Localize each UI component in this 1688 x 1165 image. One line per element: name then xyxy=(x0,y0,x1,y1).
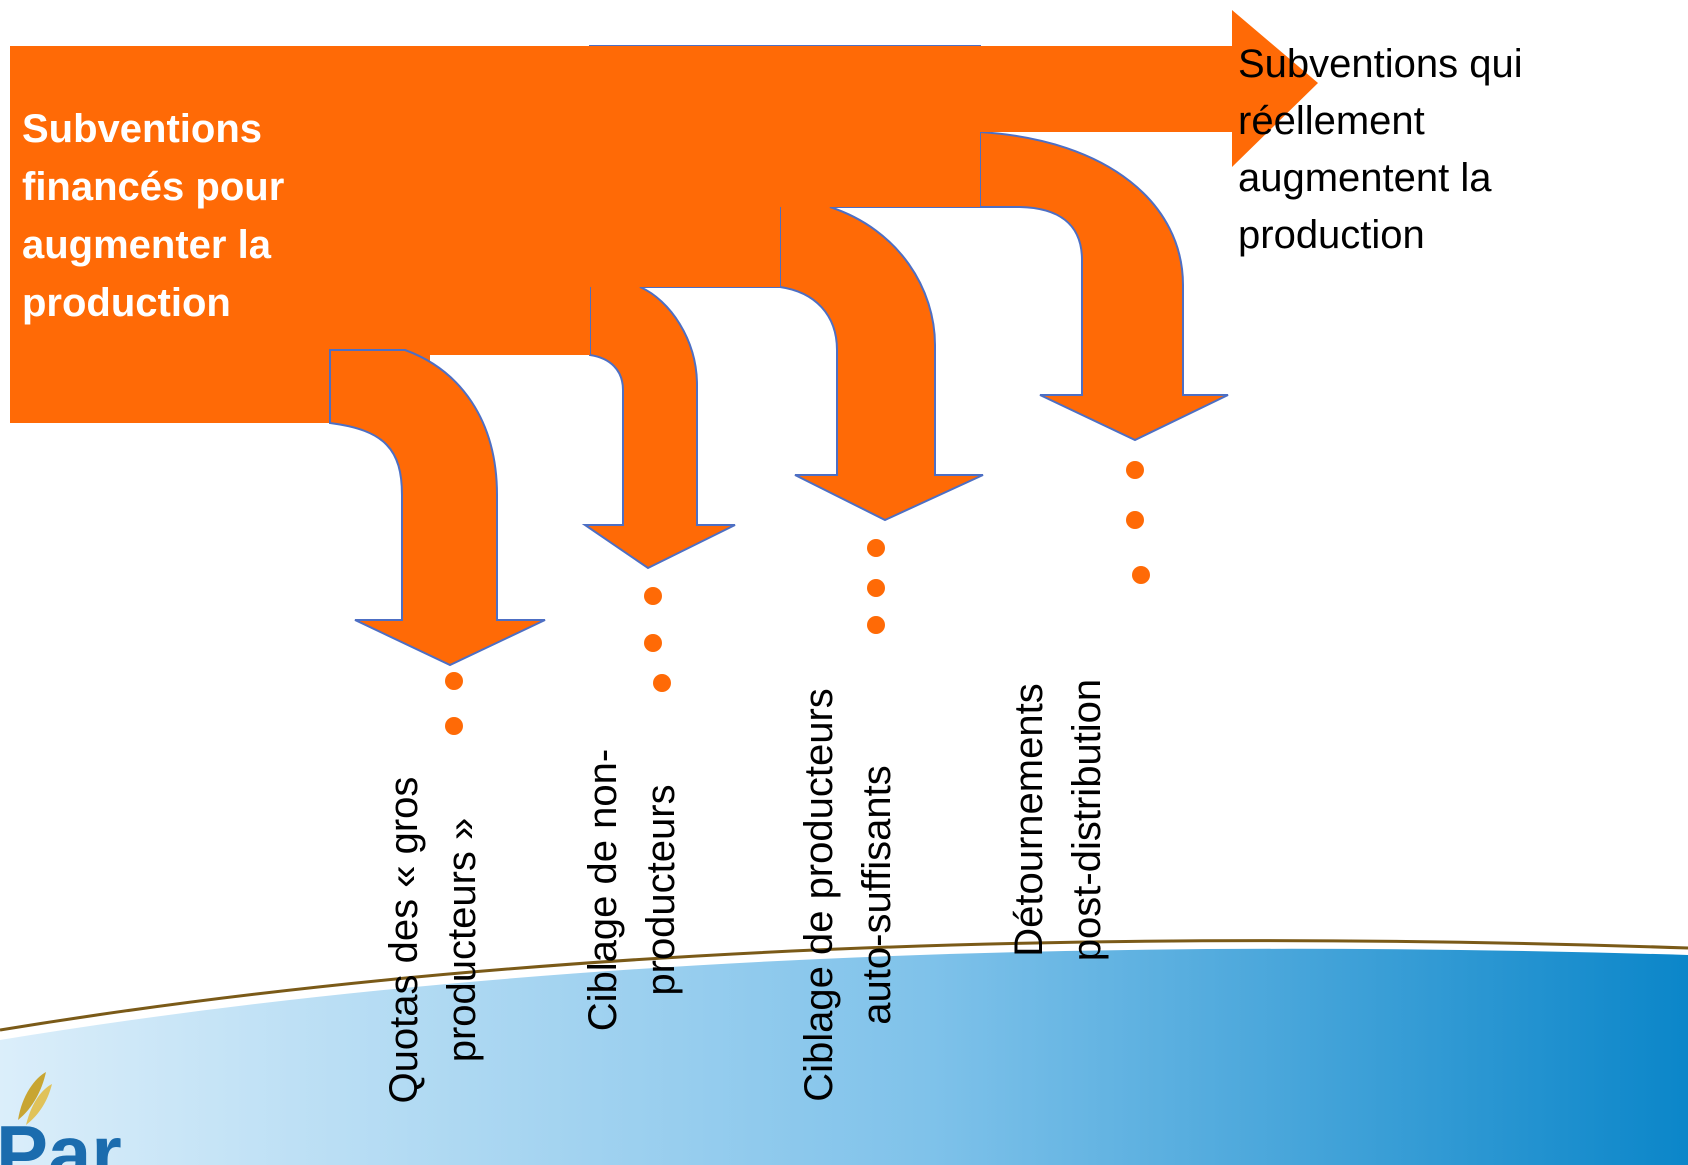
leakage-label-quotas: Quotas des « gros producteurs » xyxy=(375,720,491,1160)
source-label: Subventions financés pour augmenter la p… xyxy=(22,107,285,325)
footer-swoosh-line xyxy=(0,939,1688,1032)
trail-dot xyxy=(867,539,885,557)
leakage-label-line: Ciblage de non- xyxy=(581,748,625,1032)
dot-trail-quotas xyxy=(445,672,463,735)
leakage-label-line: Quotas des « gros xyxy=(382,776,426,1104)
logo-leaf-icon xyxy=(18,1072,46,1120)
logo-text: Par xyxy=(0,1109,122,1165)
dot-trail-diversion xyxy=(1126,461,1150,584)
trail-dot xyxy=(644,634,662,652)
trail-dot xyxy=(445,717,463,735)
footer-swoosh xyxy=(0,948,1688,1165)
trail-dot xyxy=(1126,461,1144,479)
branch-arrow-quotas xyxy=(329,349,546,667)
leakage-label-line: Détournements xyxy=(1007,683,1051,957)
trail-dot xyxy=(867,579,885,597)
trail-dot xyxy=(653,674,671,692)
logo: Par xyxy=(0,1072,122,1165)
leakage-label-line: producteurs » xyxy=(440,817,484,1063)
main-body-fill-3 xyxy=(430,207,780,287)
main-body-fill xyxy=(10,46,1232,132)
leakage-label-self-sufficient: Ciblage de producteurs auto-suffisants xyxy=(790,635,906,1155)
main-body-fill-2 xyxy=(430,132,980,207)
leakage-label-line: post-distribution xyxy=(1065,678,1109,962)
leakage-label-diversion: Détournements post-distribution xyxy=(1000,640,1116,1000)
dot-trail-self-sufficient xyxy=(867,539,885,634)
leakage-label-line: producteurs xyxy=(639,784,683,996)
main-body-fill-4 xyxy=(430,287,590,355)
leakage-label-line: Ciblage de producteurs xyxy=(797,688,841,1102)
branch-arrow-diversion xyxy=(979,130,1229,442)
leakage-label-non-producers: Ciblage de non- producteurs xyxy=(574,700,690,1080)
trail-dot xyxy=(867,616,885,634)
dot-trail-non-producers xyxy=(644,587,671,692)
logo-leaf-icon-2 xyxy=(26,1084,52,1125)
trail-dot xyxy=(445,672,463,690)
trail-dot xyxy=(1126,511,1144,529)
leakage-label-line: auto-suffisants xyxy=(855,765,899,1025)
trail-dot xyxy=(1132,566,1150,584)
trail-dot xyxy=(644,587,662,605)
destination-label: Subventions qui réellement augmentent la… xyxy=(1238,42,1523,257)
